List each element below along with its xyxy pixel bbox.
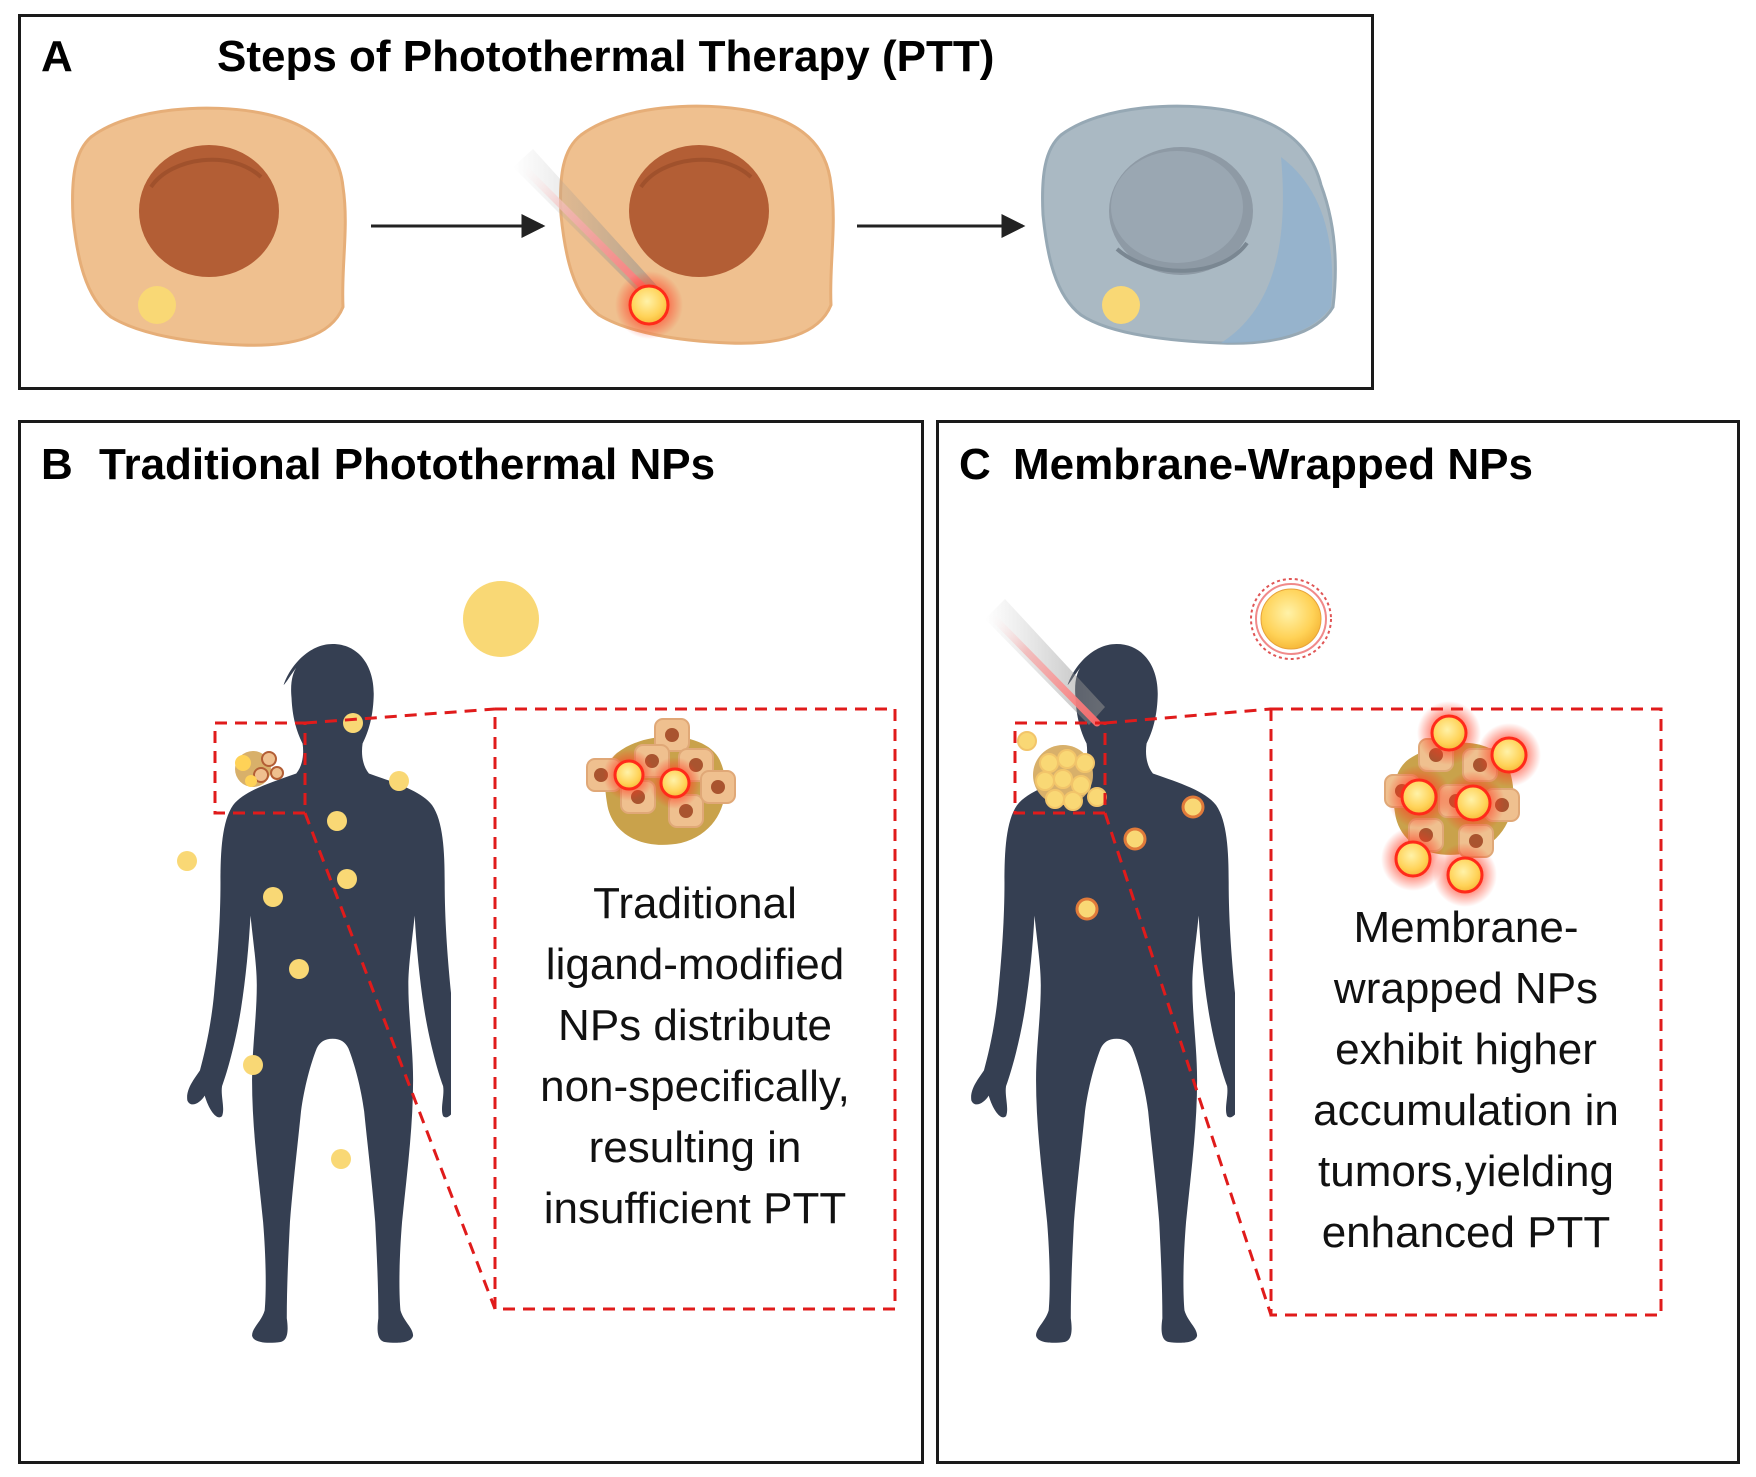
- membrane-wrapped-np-diagram: [939, 578, 1663, 1461]
- panel-b-letter: B: [41, 440, 73, 489]
- scattered-nanoparticles: [1075, 795, 1205, 921]
- heated-nanoparticle-icon: [1381, 701, 1541, 907]
- zoom-connector-bottom: [303, 812, 497, 1310]
- caption-line: ligand-modified: [545, 940, 845, 989]
- laser-beam-icon: [985, 599, 1105, 727]
- panel-a-letter: A: [41, 32, 73, 81]
- zoom-source-box: [1013, 721, 1107, 815]
- zoom-source-box: [213, 721, 307, 815]
- scattered-nanoparticles: [177, 713, 409, 1169]
- membrane-coated-np-icon: [1250, 578, 1332, 660]
- heated-nanoparticle-icon: [615, 271, 683, 339]
- caption-line: enhanced PTT: [1321, 1208, 1611, 1257]
- zoom-connector-top: [304, 707, 496, 725]
- panel-c-title: Membrane-Wrapped NPs: [1013, 440, 1533, 489]
- panel-c-letter: C: [959, 440, 991, 489]
- human-silhouette-icon: [971, 644, 1262, 1343]
- panel-b-title: Traditional Photothermal NPs: [99, 440, 716, 489]
- ptt-steps-diagram: [71, 104, 1337, 347]
- tumor-zoom-icon: [586, 718, 736, 845]
- caption-line: exhibit higher: [1335, 1025, 1597, 1074]
- zoom-box-icon: [1269, 707, 1663, 1317]
- zoom-connector-top: [1104, 707, 1272, 725]
- panel-a: A Steps of Photothermal Therapy (PTT): [18, 14, 1374, 390]
- nanoparticle-icon: [463, 581, 539, 657]
- tumor-zoom-icon: [1381, 701, 1541, 907]
- dead-cell-icon: [1041, 104, 1337, 345]
- nucleus-icon: [139, 145, 279, 277]
- caption-line: NPs distribute: [558, 1001, 832, 1050]
- caption-line: Traditional: [593, 879, 797, 928]
- panel-a-title: Steps of Photothermal Therapy (PTT): [217, 32, 995, 81]
- zoom-box-icon: [493, 707, 897, 1311]
- nanoparticle-icon: [1102, 286, 1140, 324]
- caption-line: accumulation in: [1313, 1086, 1619, 1135]
- caption-line: non-specifically,: [540, 1062, 850, 1111]
- caption-line: wrapped NPs: [1333, 964, 1599, 1013]
- tumor-cluster-icon: [1017, 731, 1107, 811]
- panel-c: C Membrane-Wrapped NPs: [936, 420, 1740, 1464]
- caption-line: resulting in: [588, 1123, 802, 1172]
- nucleus-icon: [629, 145, 769, 277]
- caption-line: tumors,yielding: [1318, 1147, 1614, 1196]
- panel-b: B Traditional Photothermal NPs: [18, 420, 924, 1464]
- caption-line: Membrane-: [1353, 903, 1579, 952]
- traditional-np-diagram: [177, 581, 897, 1461]
- zoom-connector-bottom: [1103, 812, 1273, 1316]
- nanoparticle-icon: [138, 286, 176, 324]
- tumor-cluster-icon: [235, 751, 284, 787]
- panel-b-caption: Traditional ligand-modified NPs distribu…: [495, 873, 895, 1239]
- caption-line: insufficient PTT: [543, 1184, 847, 1233]
- panel-c-caption: Membrane- wrapped NPs exhibit higher acc…: [1271, 897, 1661, 1263]
- human-silhouette-icon: [187, 644, 478, 1343]
